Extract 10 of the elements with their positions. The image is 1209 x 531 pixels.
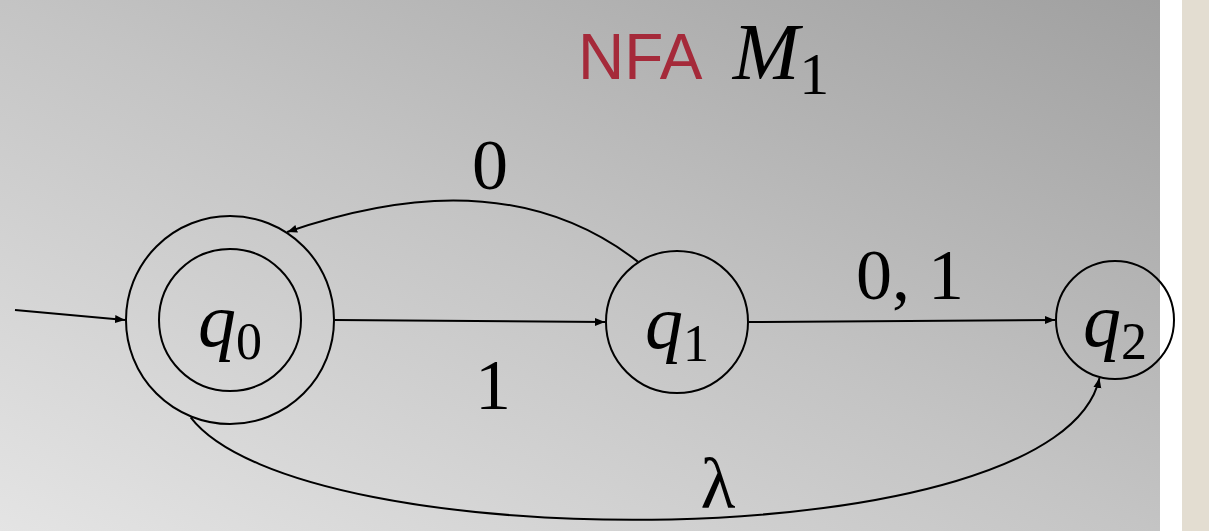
transition-arrow [748,316,1056,325]
edge-label: 1 [475,349,511,421]
transition-arrow [189,376,1101,521]
edge-label: λ [700,448,736,520]
transition-arrow [286,199,639,263]
edge-label: 0 [472,129,508,201]
edge-label: 0, 1 [856,239,964,311]
transition-arrow [334,317,606,326]
transition-arrow [14,309,126,324]
title: NFA M$_{1}$ [578,7,830,104]
